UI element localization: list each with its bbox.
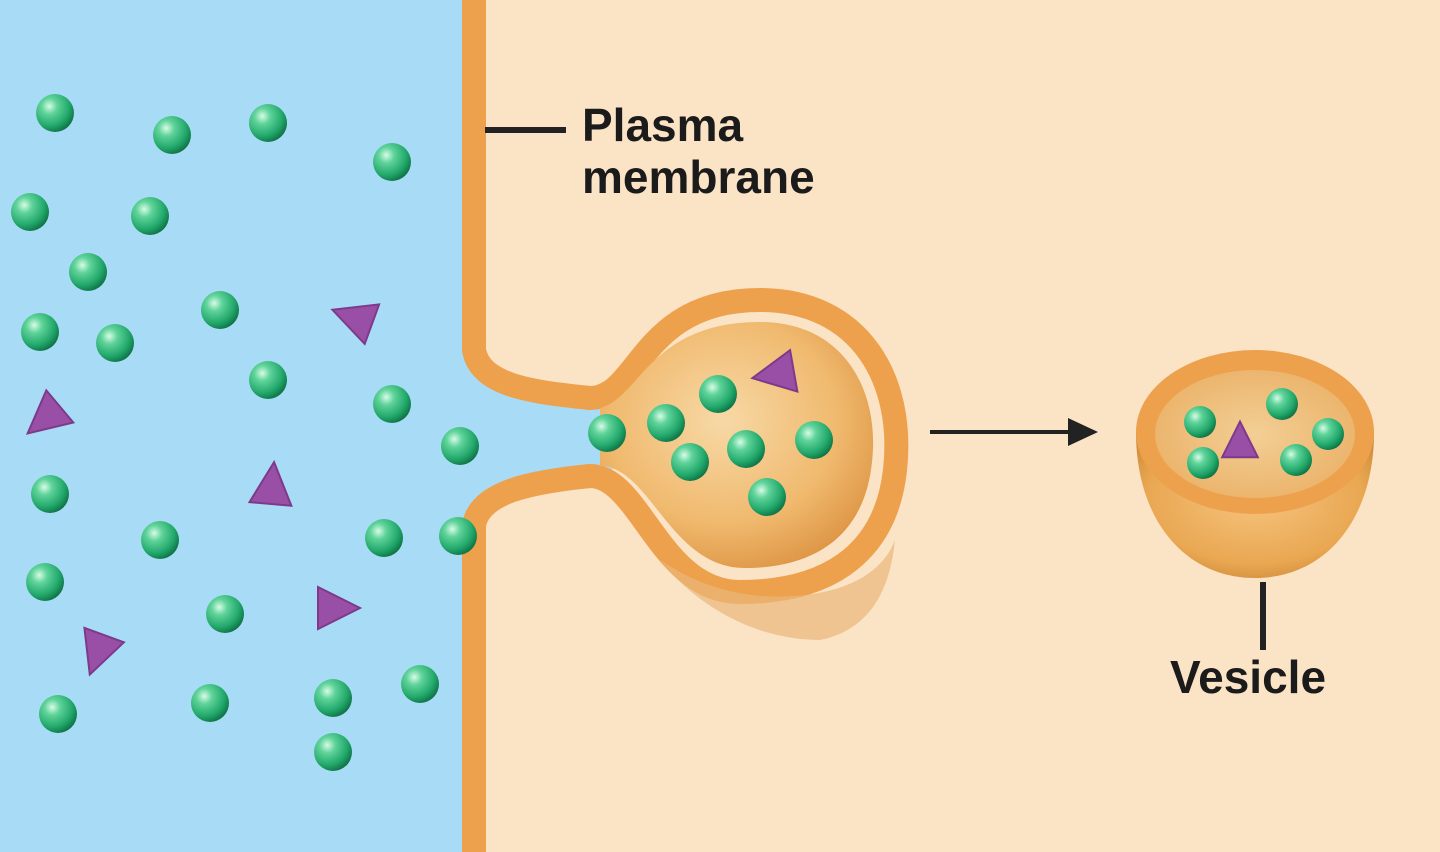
green-particle-icon [439, 517, 477, 555]
green-particle-icon [201, 291, 239, 329]
green-particle-icon [249, 361, 287, 399]
green-particle-icon [96, 324, 134, 362]
green-particle-icon [365, 519, 403, 557]
green-particle-icon [141, 521, 179, 559]
green-particle-icon [31, 475, 69, 513]
right-arrow-icon [930, 418, 1098, 446]
green-particle-icon [206, 595, 244, 633]
purple-protein-icon [330, 303, 381, 346]
green-particle-icon [441, 427, 479, 465]
green-particle-icon [21, 313, 59, 351]
green-particle-icon [671, 443, 709, 481]
green-particle-icon [1187, 447, 1219, 479]
green-particle-icon [314, 733, 352, 771]
green-particle-icon [39, 695, 77, 733]
green-particle-icon [1266, 388, 1298, 420]
green-particle-icon [647, 404, 685, 442]
green-particle-icon [249, 104, 287, 142]
purple-protein-icon [317, 585, 363, 631]
green-particle-icon [69, 253, 107, 291]
green-particle-icon [26, 563, 64, 601]
green-particle-icon [191, 684, 229, 722]
green-particle-icon [699, 375, 737, 413]
pocket-shadow [660, 540, 895, 640]
purple-protein-icon [247, 459, 293, 507]
plasma-membrane [462, 0, 909, 852]
green-particle-icon [795, 421, 833, 459]
plasma-label-line-1: Plasma [582, 99, 744, 151]
green-particle-icon [1280, 444, 1312, 476]
green-particle-icon [373, 385, 411, 423]
green-particle-icon [401, 665, 439, 703]
green-particle-icon [727, 430, 765, 468]
plasma-membrane-label: Plasma membrane [582, 99, 815, 203]
green-particle-icon [748, 478, 786, 516]
green-particle-icon [11, 193, 49, 231]
green-particle-icon [373, 143, 411, 181]
vesicle-label: Vesicle [1170, 651, 1327, 703]
green-particle-icon [131, 197, 169, 235]
green-particle-icon [153, 116, 191, 154]
purple-protein-icon [1220, 419, 1260, 459]
green-particle-icon [1184, 406, 1216, 438]
purple-protein-icon [83, 626, 126, 677]
green-particle-icon [36, 94, 74, 132]
purple-protein-icon [750, 348, 799, 393]
purple-protein-icon [25, 388, 76, 435]
plasma-label-line-2: membrane [582, 150, 815, 203]
green-particle-icon [588, 414, 626, 452]
green-particle-icon [314, 679, 352, 717]
green-particle-icon [1312, 418, 1344, 450]
